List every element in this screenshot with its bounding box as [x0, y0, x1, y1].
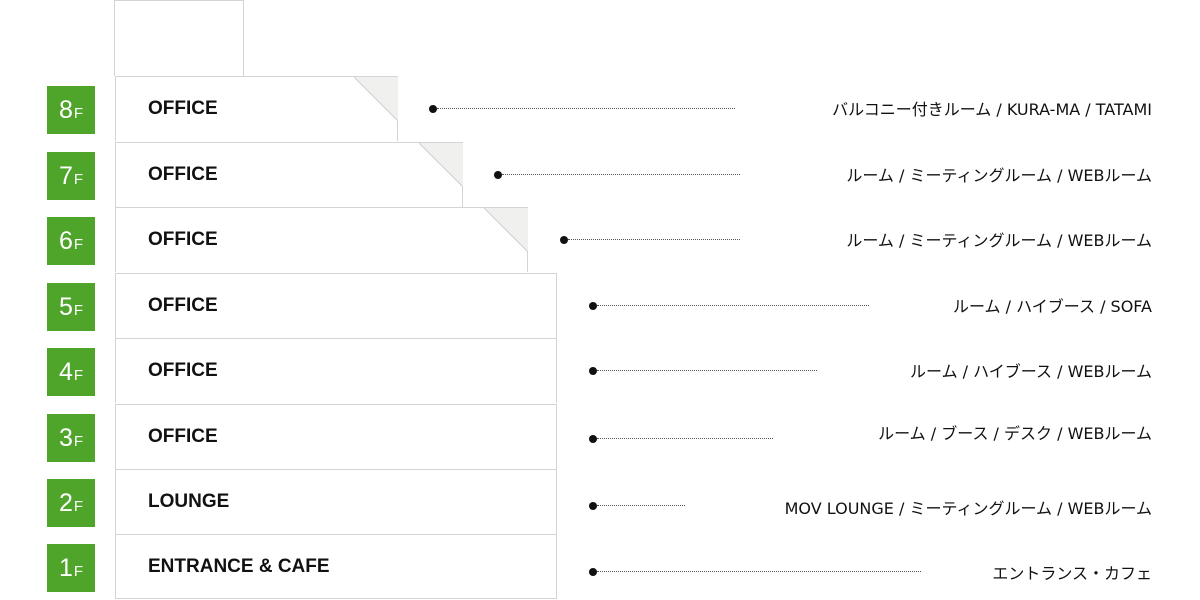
floor-box: OFFICE — [115, 338, 557, 403]
floor-box: OFFICE — [115, 404, 557, 469]
leader-line — [597, 305, 869, 306]
floor-unit: F — [73, 171, 84, 188]
folded-corner-icon — [419, 143, 463, 187]
floor-number: 5 — [58, 292, 73, 321]
floor-description: ルーム / ミーティングルーム / WEBルーム — [846, 231, 1152, 250]
leader-dot — [589, 568, 597, 576]
leader-dot — [589, 367, 597, 375]
floor-description: ルーム / ハイブース / SOFA — [953, 297, 1152, 316]
floor-unit: F — [73, 367, 84, 384]
leader-line — [597, 370, 817, 371]
floor-name: ENTRANCE & CAFE — [148, 555, 330, 577]
leader-dot — [560, 236, 568, 244]
leader-dot — [589, 435, 597, 443]
floor-box: ENTRANCE & CAFE — [115, 534, 557, 599]
floor-description: エントランス・カフェ — [992, 564, 1152, 583]
floor-description: バルコニー付きルーム / KURA-MA / TATAMI — [832, 100, 1152, 119]
floor-unit: F — [73, 563, 84, 580]
floor-unit: F — [73, 433, 84, 450]
leader-line — [502, 174, 740, 175]
floor-name: OFFICE — [148, 360, 218, 381]
floor-box: OFFICE — [115, 273, 557, 338]
leader-line — [568, 239, 740, 240]
floor-name: OFFICE — [148, 295, 218, 316]
floor-description: MOV LOUNGE / ミーティングルーム / WEBルーム — [784, 499, 1152, 518]
floor-name: OFFICE — [148, 229, 218, 250]
folded-corner-icon — [484, 208, 528, 252]
floor-name: OFFICE — [148, 426, 218, 447]
floor-unit: F — [73, 302, 84, 319]
leader-dot — [429, 105, 437, 113]
floor-box: OFFICE — [115, 207, 528, 272]
floor-unit: F — [73, 498, 84, 515]
leader-line — [597, 438, 773, 439]
leader-line — [437, 108, 735, 109]
floor-description: ルーム / ハイブース / WEBルーム — [910, 362, 1152, 381]
floor-unit: F — [73, 236, 84, 253]
floor-number: 4 — [58, 357, 73, 386]
floor-unit: F — [73, 105, 84, 122]
floor-number: 8 — [58, 95, 73, 124]
leader-line — [597, 505, 685, 506]
leader-line — [597, 571, 921, 572]
rooftop-block — [114, 0, 244, 76]
floor-name: OFFICE — [148, 164, 218, 185]
floor-number: 1 — [58, 553, 73, 582]
floor-box: OFFICE — [115, 76, 398, 141]
floor-description: ルーム / ブース / デスク / WEBルーム — [878, 424, 1152, 443]
floor-box: OFFICE — [115, 142, 463, 207]
floor-number: 3 — [58, 423, 73, 452]
leader-dot — [589, 302, 597, 310]
floor-number: 6 — [58, 226, 73, 255]
floor-name: OFFICE — [148, 98, 218, 119]
floor-name: LOUNGE — [148, 491, 230, 512]
leader-dot — [494, 171, 502, 179]
floor-description: ルーム / ミーティングルーム / WEBルーム — [846, 166, 1152, 185]
leader-dot — [589, 502, 597, 510]
floor-number: 2 — [58, 488, 73, 517]
folded-corner-icon — [354, 77, 398, 121]
floor-number: 7 — [58, 161, 73, 190]
floor-box: LOUNGE — [115, 469, 557, 534]
